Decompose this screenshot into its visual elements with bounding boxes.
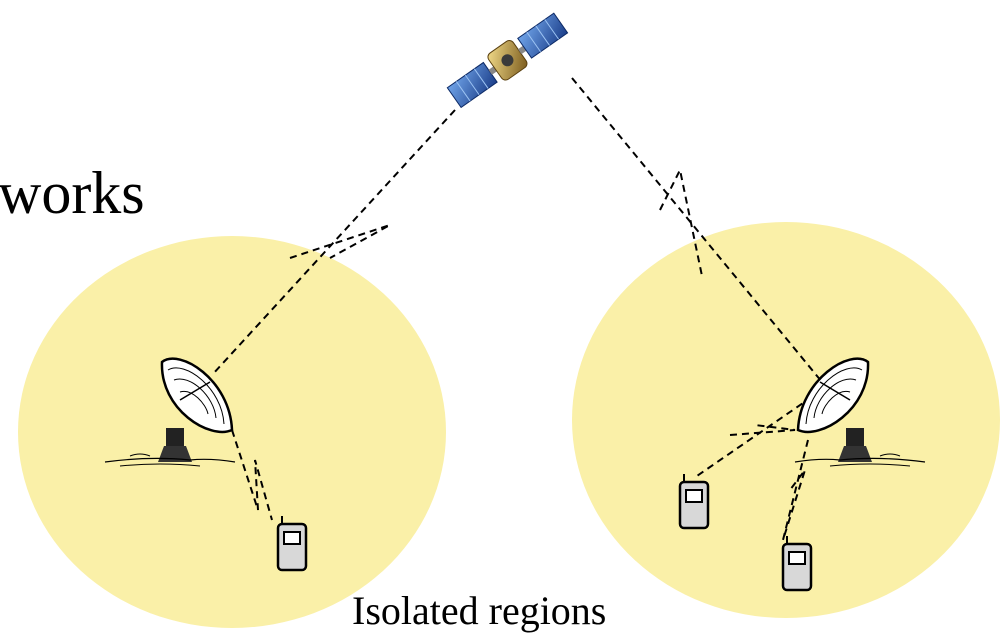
link-left-dish-phone [231, 429, 273, 521]
slide-title-fragment: works [0, 160, 145, 226]
satellite-icon [446, 12, 569, 109]
link-right-dish-phone-1 [693, 389, 823, 479]
mobile-phone-icon [276, 516, 308, 572]
link-satellite-right-dish [571, 77, 823, 383]
caption-isolated-regions: Isolated regions [352, 588, 606, 633]
mobile-phone-icon [781, 536, 813, 592]
links [211, 77, 823, 541]
mobile-phone-icon [678, 474, 710, 530]
satellite-dish-icon [794, 357, 926, 467]
link-signal-zigzag-right [659, 166, 703, 277]
satellite-dish-icon [104, 357, 236, 467]
link-right-dish-phone-2 [782, 439, 809, 541]
link-right-dish-zigzag [729, 424, 796, 436]
link-signal-zigzag-left [289, 224, 391, 259]
